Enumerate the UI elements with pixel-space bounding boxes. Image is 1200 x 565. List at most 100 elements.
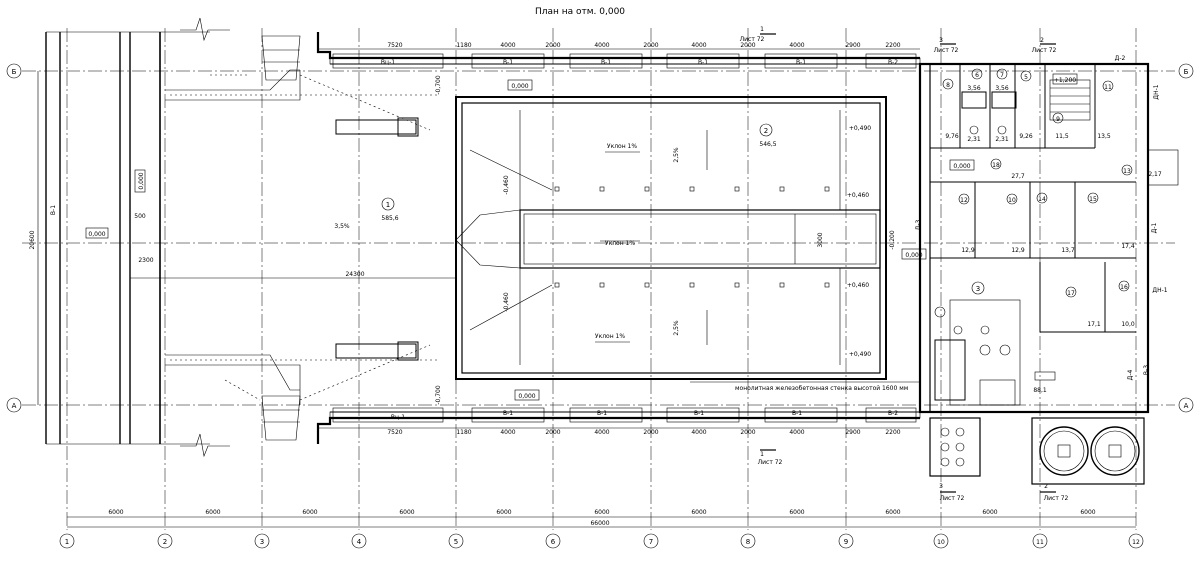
section-sheet-2-bottom: Лист 72 [1044, 495, 1069, 502]
axis-col-10: 10 [937, 539, 945, 546]
section-mark-2-top: 2 [1040, 37, 1044, 44]
label-d1: Д-1 [1151, 222, 1158, 233]
dim-500: 500 [134, 213, 146, 220]
room-3-area: 88,1 [1033, 387, 1047, 394]
elev-plus-490-bottom: +0,490 [849, 351, 871, 358]
section-sheet-3-bottom: Лист 72 [940, 495, 965, 502]
elev-zero-corridor: 0,000 [905, 252, 922, 259]
axis-col-4: 4 [357, 538, 362, 546]
axis-row-a: А [12, 402, 17, 410]
gate-vc1-bottom: Вц-1 [391, 414, 405, 421]
elev-minus-700-top: -0,700 [435, 75, 442, 95]
section-mark-1-bottom: 1 [760, 451, 764, 458]
area-2-31-a: 2,31 [967, 136, 981, 143]
room-5-number: 5 [1024, 74, 1028, 81]
drawing-title: План на отм. 0,000 [535, 7, 625, 17]
section-sheet-3-top: Лист 72 [934, 47, 959, 54]
room-10-number: 10 [1008, 197, 1016, 204]
axis-row-b: Б [12, 68, 17, 76]
section-sheet-2-top: Лист 72 [1032, 47, 1057, 54]
slope-2-5-bottom: 2,5% [673, 320, 680, 336]
bot-dim-8: 2000 [740, 429, 755, 436]
area-9-76: 9,76 [945, 133, 959, 140]
top-dim-8: 2000 [740, 42, 755, 49]
section-mark-1-top: 1 [760, 26, 764, 33]
dim-span-7: 6000 [691, 509, 706, 516]
dim-total: 66000 [590, 520, 609, 527]
area-27-7: 27,7 [1011, 173, 1025, 180]
slope-2-5-top: 2,5% [673, 147, 680, 163]
room-12-number: 12 [960, 197, 968, 204]
dim-3000: 3000 [817, 232, 824, 247]
room-1-area: 585,6 [381, 215, 398, 222]
gate-b1-top-1: В-1 [503, 59, 513, 66]
elev-minus-200: -0,200 [889, 230, 896, 250]
axis-col-7: 7 [649, 538, 653, 546]
area-12-9-b: 12,9 [1011, 247, 1025, 254]
left-dimension: 20600 [29, 71, 39, 405]
axis-col-12: 12 [1132, 539, 1140, 546]
room-1-number: 1 [386, 201, 390, 209]
elev-plus-490-top: +0,490 [849, 125, 871, 132]
dim-span-6: 6000 [594, 509, 609, 516]
axis-col-5: 5 [454, 538, 458, 546]
dim-24300: 24300 [345, 271, 364, 278]
gate-b1-bottom-2: В-1 [597, 410, 607, 417]
gate-b1-top-4: В-1 [796, 59, 806, 66]
main-hall-walls [316, 32, 921, 444]
elev-minus-460-bottom: -0,460 [503, 292, 510, 312]
axis-col-8: 8 [746, 538, 750, 546]
utility-block: +1,200 3 88,1 5 6 7 8 9 10 11 12 13 14 1… [889, 55, 1179, 414]
gate-b1-bottom-1: В-1 [503, 410, 513, 417]
elev-minus-700-bottom: -0,700 [435, 385, 442, 405]
elev-plus-460-top: +0,460 [847, 192, 869, 199]
area-17-4: 17,4 [1121, 243, 1135, 250]
top-dimension-chain: 7520 1180 4000 2000 4000 2000 4000 2000 … [318, 42, 920, 50]
bot-dim-11: 2200 [885, 429, 900, 436]
area-9-26: 9,26 [1019, 133, 1033, 140]
room-17-number: 17 [1067, 290, 1075, 297]
area-10-0: 10,0 [1121, 321, 1135, 328]
axis-col-9: 9 [844, 538, 848, 546]
room-9-number: 9 [1056, 116, 1060, 123]
gate-b1-bottom-4: В-1 [792, 410, 802, 417]
room-2-number: 2 [764, 127, 768, 135]
slope-3-5: 3,5% [334, 223, 350, 230]
gate-b1-bottom-3: В-1 [694, 410, 704, 417]
label-d3: Д-3 [915, 219, 922, 230]
top-dim-6: 2000 [643, 42, 658, 49]
top-dim-9: 4000 [789, 42, 804, 49]
label-d4: Д-4 [1127, 369, 1134, 380]
axis-col-6: 6 [551, 538, 556, 546]
dim-height: 20600 [29, 230, 36, 249]
label-v3: В-3 [1143, 365, 1150, 375]
elev-plus-1200: +1,200 [1054, 77, 1076, 84]
room-7-number: 7 [1000, 72, 1004, 79]
room-2-area: 546,5 [759, 141, 776, 148]
elev-zero-bottom-bay: 0,000 [518, 393, 535, 400]
bot-dim-5: 4000 [594, 429, 609, 436]
left-annex: 0,000 0,000 В-1 500 2300 [45, 31, 210, 445]
slope-1-middle: Уклон 1% [605, 240, 635, 247]
gate-b1-left: В-1 [50, 205, 57, 215]
bot-dim-4: 2000 [545, 429, 560, 436]
bot-dim-1: 7520 [387, 429, 402, 436]
area-13-7: 13,7 [1061, 247, 1075, 254]
room-3-number: 3 [976, 285, 980, 293]
top-dim-7: 4000 [691, 42, 706, 49]
bot-dim-6: 2000 [643, 429, 658, 436]
area-13-5: 13,5 [1097, 133, 1111, 140]
top-dim-5: 4000 [594, 42, 609, 49]
elev-left-vertical: 0,000 [138, 172, 145, 189]
section-mark-3-top: 3 [939, 37, 943, 44]
label-dn1-middle: ДН-1 [1152, 287, 1167, 294]
elev-plus-460-bottom: +0,460 [847, 282, 869, 289]
area-2-31-b: 2,31 [995, 136, 1009, 143]
axis-col-2: 2 [163, 538, 167, 546]
elev-zero-top-bay: 0,000 [511, 83, 528, 90]
gate-vc1-top: Вц-1 [381, 59, 395, 66]
room-14-number: 14 [1038, 196, 1046, 203]
axis-row-a-right: А [1184, 402, 1189, 410]
gate-b2-bottom: В-2 [888, 410, 898, 417]
